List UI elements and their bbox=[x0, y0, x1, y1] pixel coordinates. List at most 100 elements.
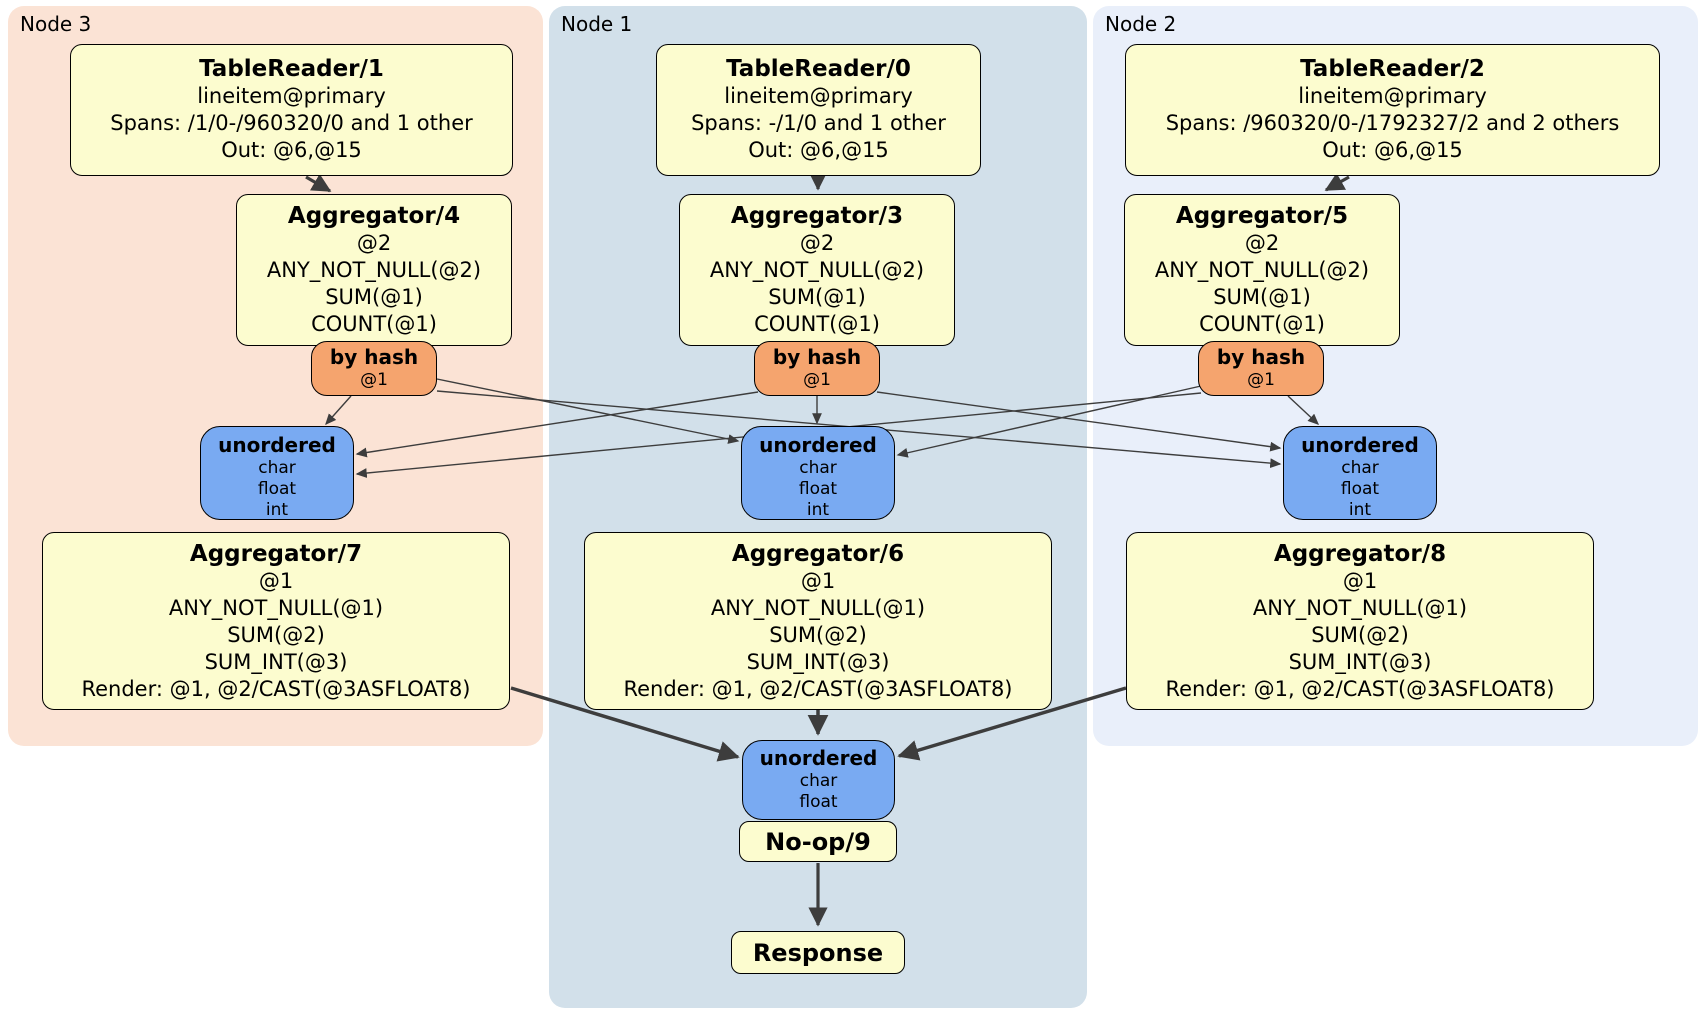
aggregator-6-groupcols: @1 bbox=[800, 569, 836, 593]
aggregator-8-fn1: ANY_NOT_NULL(@1) bbox=[1252, 596, 1468, 620]
aggregator-6-box: Aggregator/6 @1 ANY_NOT_NULL(@1) SUM(@2)… bbox=[584, 532, 1052, 710]
aggregator-4-fn3: COUNT(@1) bbox=[311, 312, 437, 336]
edge-tablereader1-aggregator4 bbox=[305, 173, 332, 193]
unordered-sync-final: unordered char float bbox=[742, 740, 895, 820]
edge-aggregator7-unordered-final bbox=[510, 686, 740, 762]
by-hash-router-3-label: by hash bbox=[772, 345, 862, 369]
unordered-sync-node2-type1: char bbox=[1341, 458, 1379, 478]
edge-byhash4-unordered3 bbox=[325, 395, 352, 426]
aggregator-8-groupcols: @1 bbox=[1342, 569, 1378, 593]
tablereader-0-spans: Spans: -/1/0 and 1 other bbox=[691, 111, 946, 135]
by-hash-router-3-cols: @1 bbox=[803, 370, 831, 390]
by-hash-router-5-label: by hash bbox=[1216, 345, 1306, 369]
unordered-sync-node2-type2: float bbox=[1340, 479, 1380, 499]
edge-byhash3-unordered2 bbox=[876, 391, 1282, 452]
tablereader-0-out: Out: @6,@15 bbox=[748, 138, 889, 162]
aggregator-5-groupcols: @2 bbox=[1244, 231, 1280, 255]
tablereader-1-title: TableReader/1 bbox=[199, 56, 384, 82]
aggregator-7-fn3: SUM_INT(@3) bbox=[204, 650, 348, 674]
aggregator-7-fn2: SUM(@2) bbox=[227, 623, 325, 647]
aggregator-3-box: Aggregator/3 @2 ANY_NOT_NULL(@2) SUM(@1)… bbox=[679, 194, 955, 346]
aggregator-6-fn2: SUM(@2) bbox=[769, 623, 867, 647]
aggregator-7-fn1: ANY_NOT_NULL(@1) bbox=[168, 596, 384, 620]
tablereader-1-index: lineitem@primary bbox=[197, 84, 386, 108]
edge-byhash5-unordered1 bbox=[896, 385, 1202, 458]
unordered-sync-node2: unordered char float int bbox=[1283, 426, 1437, 520]
aggregator-5-title: Aggregator/5 bbox=[1175, 203, 1349, 229]
tablereader-2-box: TableReader/2 lineitem@primary Spans: /9… bbox=[1125, 44, 1660, 176]
node2-region-label: Node 2 bbox=[1105, 12, 1177, 36]
aggregator-6-render: Render: @1, @2/CAST(@3ASFLOAT8) bbox=[623, 677, 1013, 701]
aggregator-3-fn3: COUNT(@1) bbox=[754, 312, 880, 336]
aggregator-3-groupcols: @2 bbox=[799, 231, 835, 255]
unordered-sync-node2-type3: int bbox=[1348, 500, 1372, 520]
unordered-sync-final-type1: char bbox=[799, 771, 838, 791]
tablereader-2-index: lineitem@primary bbox=[1298, 84, 1487, 108]
tablereader-2-out: Out: @6,@15 bbox=[1322, 138, 1463, 162]
aggregator-3-fn1: ANY_NOT_NULL(@2) bbox=[709, 258, 925, 282]
aggregator-8-fn3: SUM_INT(@3) bbox=[1288, 650, 1432, 674]
aggregator-4-box: Aggregator/4 @2 ANY_NOT_NULL(@2) SUM(@1)… bbox=[236, 194, 512, 346]
aggregator-5-box: Aggregator/5 @2 ANY_NOT_NULL(@2) SUM(@1)… bbox=[1124, 194, 1400, 346]
aggregator-8-box: Aggregator/8 @1 ANY_NOT_NULL(@1) SUM(@2)… bbox=[1126, 532, 1594, 710]
tablereader-0-index: lineitem@primary bbox=[724, 84, 913, 108]
aggregator-8-render: Render: @1, @2/CAST(@3ASFLOAT8) bbox=[1165, 677, 1555, 701]
aggregator-5-fn3: COUNT(@1) bbox=[1199, 312, 1325, 336]
aggregator-4-groupcols: @2 bbox=[356, 231, 392, 255]
aggregator-5-fn2: SUM(@1) bbox=[1213, 285, 1311, 309]
aggregator-3-fn2: SUM(@1) bbox=[768, 285, 866, 309]
noop-title: No-op/9 bbox=[765, 827, 871, 856]
tablereader-1-box: TableReader/1 lineitem@primary Spans: /1… bbox=[70, 44, 513, 176]
unordered-sync-node1-type3: int bbox=[806, 500, 830, 520]
by-hash-router-5-cols: @1 bbox=[1247, 370, 1275, 390]
edge-byhash5-unordered2 bbox=[1287, 395, 1320, 425]
unordered-sync-node3: unordered char float int bbox=[200, 426, 354, 520]
by-hash-router-5: by hash @1 bbox=[1198, 341, 1324, 396]
aggregator-6-fn1: ANY_NOT_NULL(@1) bbox=[710, 596, 926, 620]
edge-byhash4-unordered1 bbox=[436, 378, 740, 444]
by-hash-router-4: by hash @1 bbox=[311, 341, 437, 396]
unordered-sync-node3-type1: char bbox=[258, 458, 296, 478]
unordered-sync-final-label: unordered bbox=[759, 746, 878, 770]
node3-region-label: Node 3 bbox=[20, 12, 92, 36]
aggregator-7-box: Aggregator/7 @1 ANY_NOT_NULL(@1) SUM(@2)… bbox=[42, 532, 510, 710]
aggregator-4-fn1: ANY_NOT_NULL(@2) bbox=[266, 258, 482, 282]
unordered-sync-node3-type2: float bbox=[257, 479, 297, 499]
unordered-sync-final-type2: float bbox=[799, 792, 838, 812]
tablereader-2-title: TableReader/2 bbox=[1300, 56, 1485, 82]
edge-byhash3-unordered3 bbox=[355, 391, 759, 458]
unordered-sync-node3-label: unordered bbox=[218, 433, 336, 457]
unordered-sync-node1: unordered char float int bbox=[741, 426, 895, 520]
by-hash-router-3: by hash @1 bbox=[754, 341, 880, 396]
edge-aggregator8-unordered-final bbox=[897, 686, 1127, 761]
tablereader-0-title: TableReader/0 bbox=[726, 56, 911, 82]
edge-tablereader2-aggregator5 bbox=[1324, 172, 1350, 192]
aggregator-6-title: Aggregator/6 bbox=[731, 541, 905, 567]
by-hash-router-4-label: by hash bbox=[329, 345, 419, 369]
aggregator-3-title: Aggregator/3 bbox=[730, 203, 904, 229]
tablereader-0-box: TableReader/0 lineitem@primary Spans: -/… bbox=[656, 44, 981, 176]
unordered-sync-node1-type2: float bbox=[798, 479, 838, 499]
noop-box: No-op/9 bbox=[739, 821, 897, 862]
aggregator-8-fn2: SUM(@2) bbox=[1311, 623, 1409, 647]
node1-region-label: Node 1 bbox=[561, 12, 633, 36]
unordered-sync-node2-label: unordered bbox=[1301, 433, 1419, 457]
tablereader-1-out: Out: @6,@15 bbox=[221, 138, 362, 162]
unordered-sync-node1-label: unordered bbox=[759, 433, 877, 457]
aggregator-4-title: Aggregator/4 bbox=[287, 203, 461, 229]
response-title: Response bbox=[752, 938, 884, 967]
tablereader-2-spans: Spans: /960320/0-/1792327/2 and 2 others bbox=[1165, 111, 1620, 135]
aggregator-8-title: Aggregator/8 bbox=[1273, 541, 1447, 567]
by-hash-router-4-cols: @1 bbox=[360, 370, 388, 390]
response-box: Response bbox=[731, 931, 905, 974]
aggregator-7-render: Render: @1, @2/CAST(@3ASFLOAT8) bbox=[81, 677, 471, 701]
tablereader-1-spans: Spans: /1/0-/960320/0 and 1 other bbox=[110, 111, 473, 135]
aggregator-7-title: Aggregator/7 bbox=[189, 541, 363, 567]
aggregator-4-fn2: SUM(@1) bbox=[325, 285, 423, 309]
unordered-sync-node3-type3: int bbox=[265, 500, 289, 520]
aggregator-7-groupcols: @1 bbox=[258, 569, 294, 593]
aggregator-5-fn1: ANY_NOT_NULL(@2) bbox=[1154, 258, 1370, 282]
aggregator-6-fn3: SUM_INT(@3) bbox=[746, 650, 890, 674]
